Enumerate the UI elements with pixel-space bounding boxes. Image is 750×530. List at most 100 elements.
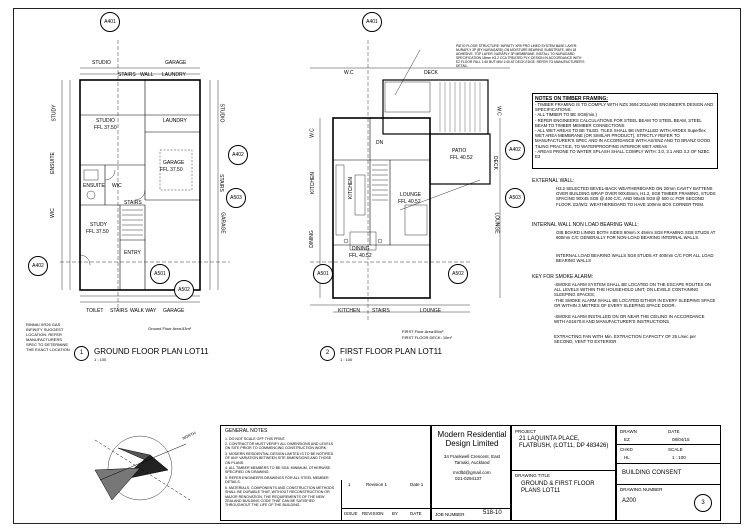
general-note-1: 1. DO NOT SCALE OFF THIS PRINT. (225, 437, 286, 441)
project-address: 21 LAQUINTA PLACE, FLATBUSH, (LOT11, DP … (519, 436, 609, 449)
section-marker-a402-ground-right[interactable]: A402 (228, 145, 248, 165)
consent-status: BUILDING CONSENT (622, 470, 682, 476)
general-note-3: 3. MODERN RESIDENTIAL DESIGN LIMITED IS … (225, 452, 334, 465)
room-ffl-studio: FFL 37.50 (94, 125, 117, 131)
section-marker-a503-first[interactable]: A503 (505, 188, 525, 208)
room-label-wc-left: W.C (309, 128, 316, 138)
first-plan-scale: 1 : 100 (340, 357, 353, 362)
room-label-dining-left: DINING (308, 230, 315, 248)
timber-notes-box: NOTES ON TIMBER FRAMING: - TIMBER FRAMIN… (532, 93, 718, 169)
first-area-note: FIRST Floor Area:55m² (402, 329, 444, 334)
room-label-lounge-bottom: LOUNGE (420, 308, 442, 314)
general-note-2: 2. CONTRACTOR MUST VERIFY ALL DIMENSIONS… (225, 442, 334, 451)
revision-text: Revision 1 (366, 482, 388, 487)
room-label-garage-bottom: GARAGE (163, 308, 185, 314)
room-label-kitchen-bottom: KITCHEN (338, 308, 360, 314)
room-label-laundry-top: LAUNDRY (162, 72, 186, 78)
smoke-alarm-heading: KEY FOR SMOKE ALARM: (532, 274, 594, 280)
section-marker-a401-first[interactable]: A401 (362, 12, 382, 32)
first-deck-note: FIRST FLOOR DECK: 10m² (402, 335, 452, 340)
date-value: 08/04/15 (672, 437, 690, 442)
sheet-number: 3 (694, 494, 712, 512)
patio-structure-note: PATIO FLOOR STRUCTURE: INFINITY XR9 PRO … (456, 44, 585, 68)
drawing-number-label: DRAWING NUMBER (620, 487, 663, 492)
internal-wall-heading: INTERNAL WALL NON LOAD BEARING WALL: (532, 222, 639, 228)
first-plan-title: FIRST FLOOR PLAN LOT11 (340, 347, 442, 356)
general-note-6: 6. MATERIALS, COMPONENTS AND CONSTRUCTIO… (225, 486, 335, 508)
scale-label: SCALE (668, 447, 683, 452)
company-name: Modern Residential Design Limited (437, 430, 507, 448)
ground-plan-title: GROUND FLOOR PLAN LOT11 (94, 347, 209, 356)
room-ffl-garage: FFL 37.50 (160, 167, 183, 173)
room-label-studio-right: STUDIO (218, 103, 225, 123)
section-marker-a503-ground[interactable]: A503 (226, 188, 246, 208)
timber-note-5: - AREAS PRONE TO WATER SPLASH SHALL COMP… (535, 148, 710, 160)
room-label-studio-top: STUDIO (92, 60, 111, 66)
room-ffl-study: FFL 37.50 (86, 229, 109, 235)
revision-header-issue: ISSUE (344, 511, 358, 516)
drawing-info-box: DRAWN EZ DATE 08/04/15 CHKD HL SCALE 1 :… (615, 425, 721, 521)
general-notes-box: GENERAL NOTES 1. DO NOT SCALE OFF THIS P… (220, 425, 432, 521)
timber-note-3: - REFER ENGINEERS CALCULATIONS FOR STEEL… (535, 117, 702, 128)
extract-fan-note: EXTRACTING FAN WITH Min. EXTRACTION CAPA… (554, 334, 696, 345)
company-box: Modern Residential Design Limited 34 Fra… (430, 425, 512, 521)
company-address: 34 Frankwell Crescent, East Tamaki, Auck… (443, 454, 501, 465)
section-marker-a402-ground[interactable]: A402 (28, 256, 48, 276)
room-label-wc-right: W.C (495, 106, 502, 116)
section-marker-a501-first[interactable]: A501 (313, 264, 333, 284)
room-label-garage-top: GARAGE (165, 60, 187, 66)
room-ffl-patio: FFL 40.52 (450, 155, 473, 161)
job-number-label: JOB NUMBER (435, 512, 465, 517)
timber-note-2: - ALL TIMBER TO BE SG8(min.) (535, 112, 597, 118)
section-marker-a501-ground[interactable]: A501 (150, 264, 170, 284)
room-label-deck-right: DECK (491, 156, 498, 170)
drawing-title: GROUND & FIRST FLOOR PLANS LOT11 (521, 481, 595, 494)
general-note-5: 5. REFER ENGINEERS DRAWINGS FOR ALL STEE… (225, 476, 329, 485)
external-wall-note: H3.2 SELECTED BEVEL-BACK WEATHERBOARD ON… (556, 186, 716, 207)
scale-value: 1 : 100 (672, 455, 686, 460)
room-label-study-left: STUDY (51, 104, 58, 122)
general-notes-heading: GENERAL NOTES (225, 428, 268, 434)
project-label: PROJECT (515, 429, 537, 434)
room-label-garage-right: GARAGE (219, 212, 226, 234)
room-label-stairs-right: STAIRS (217, 174, 224, 192)
section-marker-a402-first[interactable]: A402 (505, 140, 525, 160)
plan-number-ground: 1 (74, 346, 89, 361)
room-label-patio: PATIO (452, 148, 467, 154)
internal-wall-note-1: GIB BOARD LINING BOTH SIDES 90mm X 45mm … (556, 230, 716, 241)
room-label-studio: STUDIO (96, 118, 115, 124)
room-label-wall-top: WALL (140, 72, 154, 78)
chkd-label: CHKD (620, 447, 633, 452)
section-marker-a502-ground[interactable]: A502 (174, 280, 194, 300)
room-label-stairs: STAIRS (124, 200, 142, 206)
room-label-dn: DN (376, 140, 384, 146)
room-label-kitchen-left: KITCHEN (309, 172, 316, 194)
job-number: 518-10 (483, 510, 502, 516)
section-marker-a401-ground[interactable]: A401 (100, 12, 120, 32)
room-label-deck-top: DECK (424, 70, 438, 76)
room-label-ensuite-left: ENSUITE (49, 152, 56, 174)
room-label-stairs-bottom-first: STAIRS (372, 308, 390, 314)
room-label-lounge-right: LOUNGE (493, 212, 500, 234)
room-label-wic: WIC (112, 183, 122, 189)
room-label-laundry: LAUNDRY (163, 118, 187, 124)
revision-table: 1 Revision 1 Date 1 ISSUE REVISION BY DA… (341, 480, 432, 520)
timber-note-4: - ALL WET AREAS TO BE TILED. TILES SHALL… (535, 128, 711, 149)
room-ffl-dining: FFL 40.52 (349, 253, 372, 259)
ground-plan-scale: 1 : 100 (94, 357, 107, 362)
revision-header-by: BY (392, 511, 399, 516)
drawn-value: EZ (624, 437, 630, 442)
room-label-ensuite: ENSUITE (83, 183, 105, 189)
section-marker-a502-first[interactable]: A502 (448, 264, 468, 284)
ground-area-note: Ground Floor Area:53m² (148, 326, 192, 331)
room-label-wc-top: W.C (344, 70, 354, 76)
room-ffl-lounge: FFL 40.52 (398, 199, 421, 205)
smoke-alarm-note-2: -THE SMOKE ALARM SHALL BE LOCATED EITHER… (554, 298, 716, 309)
revision-header-date: DATE (410, 511, 422, 516)
company-email: mrdltd@gmail.com (453, 470, 491, 475)
room-label-toilet-bottom: TOILET (86, 308, 104, 314)
revision-issue: 1 (348, 482, 351, 487)
drawn-label: DRAWN (620, 429, 637, 434)
drawing-title-label: DRAWING TITLE (515, 473, 551, 478)
